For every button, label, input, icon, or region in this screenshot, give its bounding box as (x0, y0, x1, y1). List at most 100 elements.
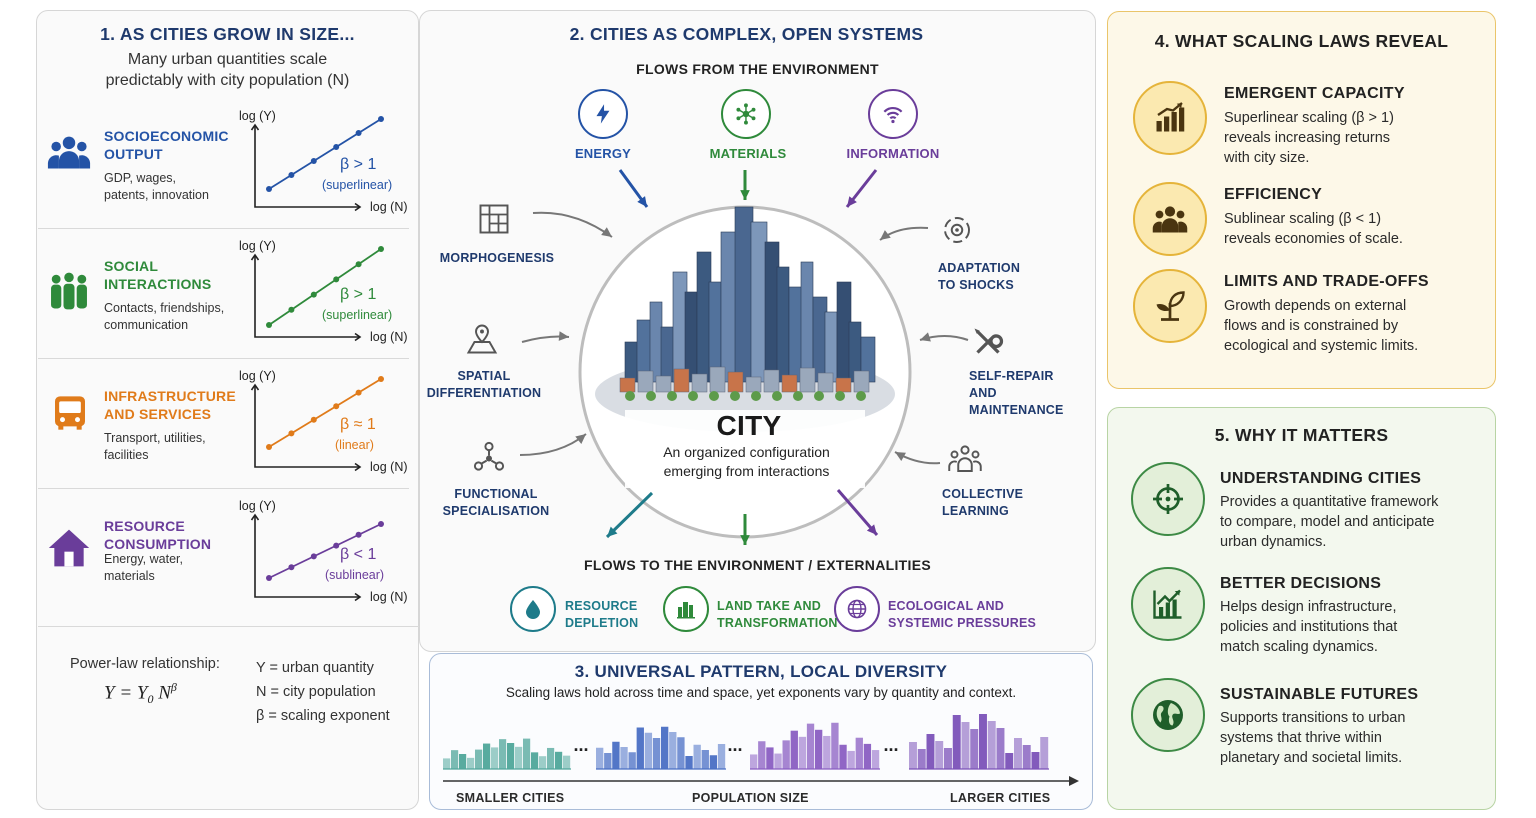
skyline-building (961, 722, 970, 769)
scaling-kind: (sublinear) (325, 568, 385, 582)
skyline-building (669, 732, 677, 769)
skyline-building (935, 741, 944, 769)
skyline-building (750, 754, 758, 769)
city-skyline-silhouette (443, 738, 571, 770)
skyline-building (661, 726, 669, 769)
card-text-line: flows and is constrained by (1224, 318, 1399, 334)
flow-out-label-line: ECOLOGICAL AND (888, 599, 1004, 613)
chart-up-icon (1130, 566, 1206, 647)
skyline-building (823, 735, 831, 769)
panel2-title: 2. CITIES AS COMPLEX, OPEN SYSTEMS (569, 24, 924, 44)
skyline-building (475, 749, 483, 769)
panel1-title: 1. AS CITIES GROW IN SIZE... (100, 24, 355, 44)
tree (709, 391, 719, 401)
pressure-arrow-head (866, 524, 877, 535)
morphogenesis-arrow-head (601, 227, 612, 237)
process-label-line: FUNCTIONAL (454, 487, 538, 501)
skyline-building (539, 756, 547, 769)
y-axis-label: log (Y) (239, 109, 276, 123)
flow-out-label-line: DEPLETION (565, 616, 639, 630)
flow-in-label: MATERIALS (709, 146, 787, 161)
data-point (266, 575, 272, 581)
skyline-building (555, 751, 563, 769)
skyline-building (515, 746, 523, 769)
adaptation-arrow-head (880, 230, 891, 240)
skyline-building (531, 752, 539, 769)
plant-icon (1132, 268, 1208, 349)
skyline-building (1040, 737, 1049, 769)
x-arrowhead (354, 462, 362, 472)
category-desc-line: communication (104, 318, 189, 332)
flow-out-label-line: TRANSFORMATION (717, 616, 838, 630)
skyline-building (467, 757, 475, 769)
y-axis-label: log (Y) (239, 499, 276, 513)
skyline-building (507, 743, 515, 769)
card-text: Helps design infrastructure,policies and… (1220, 597, 1397, 657)
low-building (655, 375, 672, 393)
axis-label-larger: LARGER CITIES (950, 791, 1051, 805)
data-point (288, 430, 295, 437)
data-point (355, 531, 362, 538)
flow-in-label: INFORMATION (846, 146, 940, 161)
category-desc-line: GDP, wages, (104, 171, 177, 185)
skyline-building (909, 742, 917, 769)
people-group-icon (1132, 181, 1208, 262)
flow-out-label-line: RESOURCE (565, 599, 638, 613)
materials-arrow-head (740, 190, 750, 200)
category-title-line: INTERACTIONS (104, 276, 212, 292)
category-title-line: AND SERVICES (104, 406, 212, 422)
tower (776, 266, 790, 383)
globe-icon (834, 586, 880, 632)
flow-in-label: ENERGY (574, 146, 632, 161)
process-label-line: DIFFERENTIATION (426, 386, 542, 400)
learning-arrow-head (895, 452, 906, 462)
data-point (355, 389, 362, 396)
city-subtitle-line1: An organized configuration (663, 444, 830, 460)
low-building (637, 370, 654, 393)
category-desc: Contacts, friendships, communication (104, 300, 224, 334)
process-label-line: SPECIALISATION (442, 504, 550, 518)
tower (734, 206, 754, 383)
tree (751, 391, 761, 401)
skyline-building (815, 729, 823, 769)
category-desc-line: Contacts, friendships, (104, 301, 225, 315)
tower (750, 221, 768, 383)
skyline-building (855, 737, 863, 769)
water-drop-icon (510, 586, 556, 632)
low-building (745, 376, 762, 393)
skyline-building (766, 747, 774, 769)
selfrepair-arrow-head (920, 332, 931, 342)
skyline-building (644, 732, 653, 769)
flow-out-label-line: SYSTEMIC PRESSURES (888, 616, 1037, 630)
data-point (266, 444, 272, 450)
tree (667, 391, 677, 401)
tree (793, 391, 803, 401)
flows-out-title: FLOWS TO THE ENVIRONMENT / EXTERNALITIES (584, 557, 931, 573)
skyline-building (1014, 738, 1022, 769)
skyline-building (604, 753, 612, 769)
card-text-line: policies and institutions that (1220, 619, 1398, 635)
skyline-building (547, 747, 555, 769)
skyline-building (790, 730, 798, 769)
skyline-building (459, 754, 467, 769)
network-icon (721, 89, 771, 139)
resource-arrow-head (607, 526, 618, 537)
morphogenesis-arrow (532, 211, 613, 238)
legend-y: Y = urban quantity (256, 660, 374, 676)
data-point (355, 130, 362, 136)
scaling-mini-chart (250, 376, 384, 472)
card-text-line: Superlinear scaling (β > 1) (1224, 110, 1394, 126)
x-arrowhead (354, 332, 362, 342)
tower (824, 311, 838, 383)
skyline-building (944, 748, 952, 769)
panel3-title: 3. UNIVERSAL PATTERN, LOCAL DIVERSITY (574, 662, 948, 681)
category-title-line: OUTPUT (104, 146, 163, 162)
card-text: Sublinear scaling (β < 1)reveals economi… (1224, 209, 1403, 249)
axes (254, 125, 360, 208)
data-point (266, 186, 272, 192)
card-text-line: with city size. (1224, 150, 1310, 166)
people-standing-icon (47, 270, 91, 319)
